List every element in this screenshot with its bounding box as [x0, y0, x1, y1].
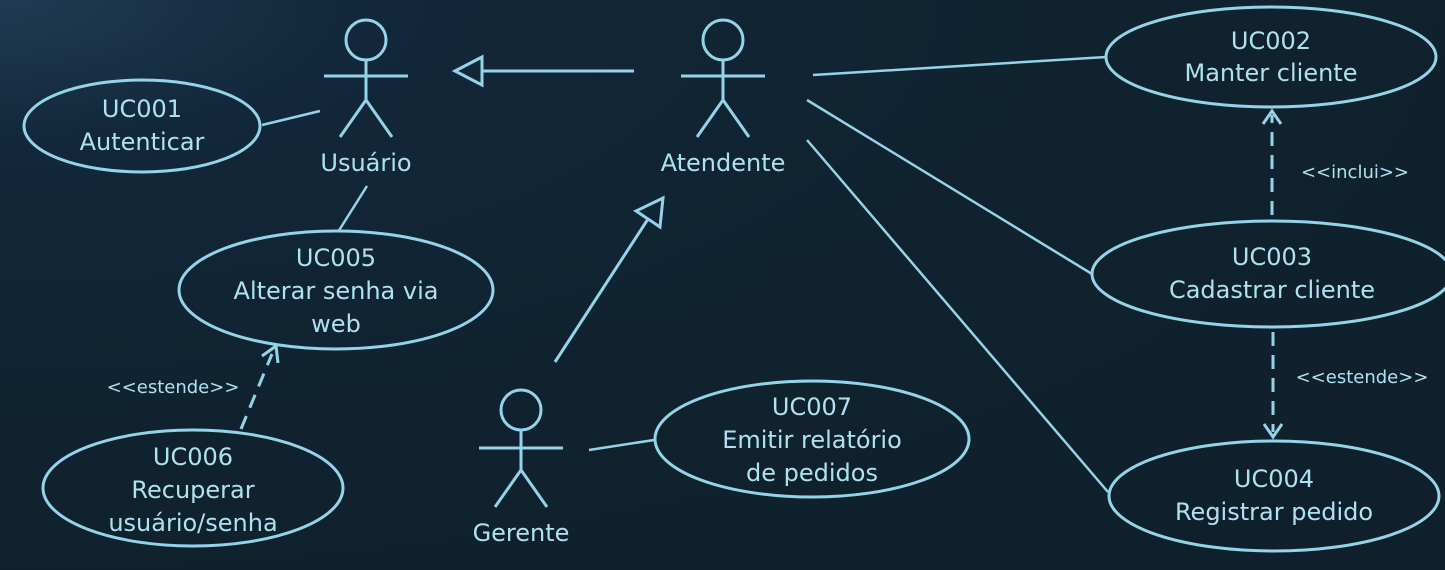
stereotype-inclui: <<inclui>>	[1301, 162, 1409, 183]
actor-usuario[interactable]: Usuário	[320, 18, 412, 177]
uc002-name: Manter cliente	[1185, 59, 1358, 87]
uc004-id: UC004	[1234, 465, 1314, 493]
uc001-name: Autenticar	[80, 128, 205, 156]
use-case-uc007[interactable]: UC007 Emitir relatório de pedidos	[653, 379, 971, 499]
uc005-name-line1: Alterar senha via	[234, 277, 439, 305]
uc006-id: UC006	[153, 443, 233, 471]
actor-atendente[interactable]: Atendente	[661, 18, 786, 177]
uc003-id: UC003	[1232, 243, 1312, 271]
uc003-name: Cadastrar cliente	[1169, 276, 1375, 304]
use-case-uc006[interactable]: UC006 Recuperar usuário/senha	[41, 428, 345, 548]
uc005-id: UC005	[296, 244, 376, 272]
actor-usuario-label: Usuário	[320, 149, 411, 177]
uc002-id: UC002	[1231, 27, 1311, 55]
use-case-uc005[interactable]: UC005 Alterar senha via web	[177, 229, 495, 351]
use-case-uc003[interactable]: UC003 Cadastrar cliente	[1090, 219, 1445, 329]
extend-uc006-uc005	[239, 343, 280, 430]
generalization-gerente-atendente	[553, 195, 665, 363]
association-usuario-uc005	[336, 185, 369, 233]
association-atendente-uc002	[812, 55, 1107, 77]
actor-gerente[interactable]: Gerente	[473, 388, 570, 547]
uc005-name-line2: web	[311, 310, 361, 338]
uc006-name-line2: usuário/senha	[108, 509, 277, 537]
uc007-name-line2: de pedidos	[746, 459, 878, 487]
stereotype-estende-uc004: <<estende>>	[1296, 367, 1429, 388]
association-atendente-uc003	[806, 98, 1093, 276]
include-uc003-uc002	[1261, 108, 1283, 215]
uc006-name-line1: Recuperar	[131, 476, 254, 504]
association-gerente-uc007	[588, 438, 655, 452]
association-usuario-uc001	[261, 109, 321, 127]
stereotype-estende-uc005: <<estende>>	[107, 377, 240, 398]
use-case-uc001[interactable]: UC001 Autenticar	[22, 78, 262, 174]
uc007-id: UC007	[772, 393, 852, 421]
actor-gerente-label: Gerente	[473, 519, 570, 547]
uc001-id: UC001	[102, 95, 182, 123]
generalization-atendente-usuario	[451, 54, 634, 88]
actor-atendente-label: Atendente	[661, 149, 786, 177]
uc007-name-line1: Emitir relatório	[722, 426, 902, 454]
use-case-uc004[interactable]: UC004 Registrar pedido	[1107, 439, 1441, 553]
use-case-uc002[interactable]: UC002 Manter cliente	[1104, 5, 1438, 109]
uc004-name: Registrar pedido	[1175, 498, 1373, 526]
association-atendente-uc004	[806, 139, 1109, 493]
extend-uc004-uc003	[1262, 332, 1284, 440]
